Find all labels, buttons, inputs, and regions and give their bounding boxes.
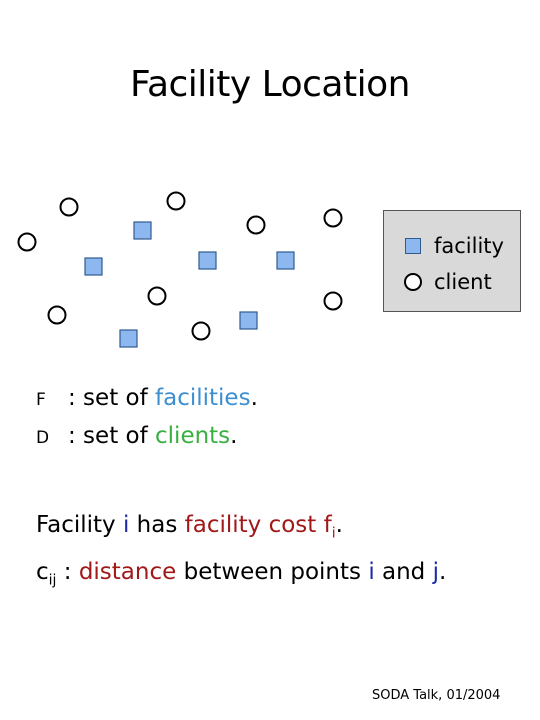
facility-cost-line: Facility i has facility cost fi. — [36, 506, 446, 553]
index-j: j — [432, 558, 439, 585]
clients-definition: D : set of clients. — [36, 418, 258, 456]
index-i: i — [122, 512, 130, 538]
legend-facility-label: facility — [434, 234, 504, 258]
facility-cost-term: facility cost fi — [184, 512, 336, 542]
facility-point — [198, 251, 217, 270]
definition-text: : set of — [68, 385, 156, 411]
client-point — [166, 191, 186, 211]
facility-point — [276, 251, 295, 270]
distance-period: . — [439, 558, 447, 585]
definition-period: . — [250, 385, 258, 411]
definition-period: . — [230, 423, 238, 449]
cost-period: . — [335, 512, 343, 538]
cost-paragraph: Facility i has facility cost fi. cij : d… — [36, 506, 446, 599]
distance-term: distance — [78, 558, 177, 585]
legend-box: facility client — [383, 210, 521, 312]
distance-text: and — [374, 558, 433, 585]
index-i: i — [368, 558, 375, 585]
legend-facility: facility — [402, 233, 504, 259]
distance-separator: : — [56, 558, 79, 585]
facility-point — [239, 311, 258, 330]
facilities-symbol: F — [36, 390, 46, 410]
client-point — [191, 321, 211, 341]
client-point — [59, 197, 79, 217]
cost-text: Facility — [36, 512, 123, 538]
distance-subscript: ij — [48, 572, 57, 589]
distance-symbol: c — [36, 558, 49, 585]
client-point — [147, 286, 167, 306]
definition-text: : set of — [68, 423, 156, 449]
legend-client-label: client — [434, 270, 492, 294]
facility-cost-subscript: i — [331, 525, 336, 542]
facilities-definition: F : set of facilities. — [36, 380, 258, 418]
distance-text: between points — [176, 558, 369, 585]
facility-square-icon — [405, 238, 421, 254]
client-point — [246, 215, 266, 235]
facility-point — [133, 221, 152, 240]
client-circle-icon — [404, 273, 422, 291]
footer-text: SODA Talk, 01/2004 — [372, 688, 501, 703]
facility-cost-label: facility cost f — [184, 512, 332, 538]
facility-point — [119, 329, 138, 348]
facility-point — [84, 257, 103, 276]
facilities-term: facilities — [155, 385, 251, 411]
client-point — [17, 232, 37, 252]
distance-line: cij : distance between points i and j. — [36, 553, 446, 600]
client-point — [323, 291, 343, 311]
cost-text: has — [129, 512, 185, 538]
definitions: F : set of facilities. D : set of clients. — [36, 380, 258, 456]
client-point — [323, 208, 343, 228]
points-diagram — [17, 191, 343, 348]
legend-client: client — [402, 269, 492, 295]
clients-term: clients — [155, 423, 231, 449]
client-point — [47, 305, 67, 325]
clients-symbol: D — [36, 428, 50, 448]
slide-title: Facility Location — [130, 64, 410, 105]
